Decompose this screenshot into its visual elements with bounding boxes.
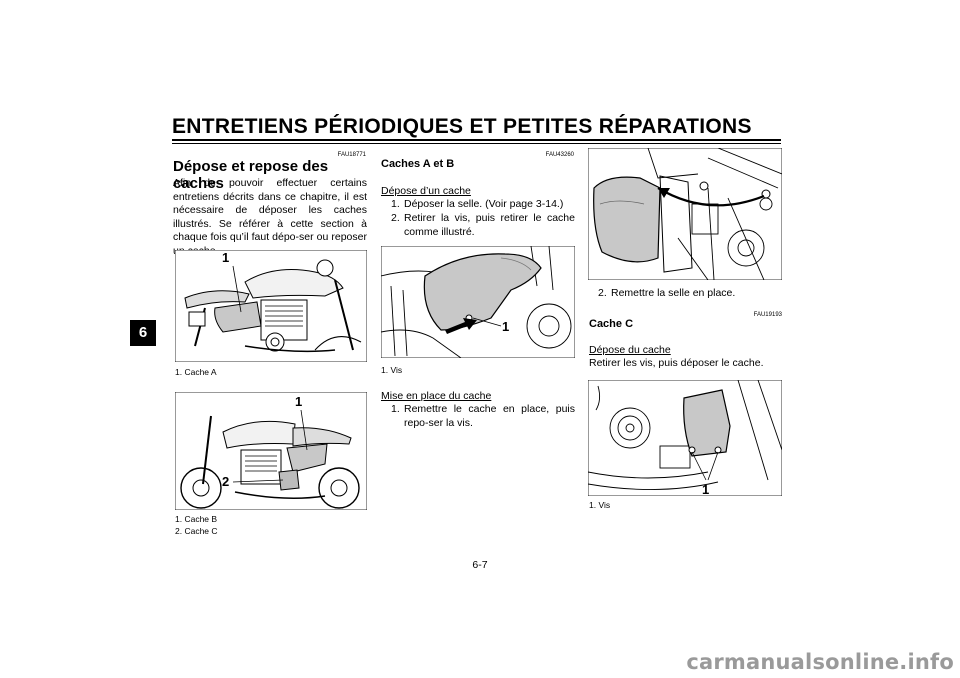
page-header-title: ENTRETIENS PÉRIODIQUES ET PETITES RÉPARA… <box>172 115 752 138</box>
callout-2: 2 <box>222 474 230 489</box>
figure-caption: 1. Cache A <box>175 367 217 377</box>
subheading-install: Mise en place du cache <box>381 390 492 402</box>
figure-caption-2: 2. Cache C <box>175 526 218 536</box>
header-rule-thin <box>172 143 781 144</box>
callout-1: 1 <box>502 319 510 334</box>
figure-cache-c: 1 <box>588 380 782 497</box>
section-code: FAU19193 <box>753 312 782 318</box>
list-number: 2. <box>598 287 607 299</box>
list-text: Déposer la selle. (Voir page 3-14.) <box>404 198 564 210</box>
section-code: FAU43260 <box>545 152 574 158</box>
section-heading: Dépose et repose des caches <box>173 158 329 192</box>
callout-1: 1 <box>295 394 303 409</box>
list-item: 1. Remettre le cache en place, puis repo… <box>391 403 575 430</box>
page-number: 6-7 <box>472 559 488 571</box>
watermark: carmanualsonline.info <box>686 650 954 674</box>
section-code: FAU18771 <box>337 152 366 158</box>
header-rule <box>172 139 781 141</box>
intro-paragraph: Afin de pouvoir effectuer certains entre… <box>173 177 367 257</box>
chapter-tab: 6 <box>130 320 156 346</box>
figure-caption-1: 1. Cache B <box>175 514 218 524</box>
list-item: 2. Retirer la vis, puis retirer le cache… <box>391 212 575 239</box>
list-item: 1. Déposer la selle. (Voir page 3-14.) <box>391 198 575 212</box>
callout-1: 1 <box>222 250 230 265</box>
list-number: 1. <box>391 198 400 210</box>
subheading-removal: Dépose du cache <box>589 344 671 356</box>
list-number: 2. <box>391 212 400 224</box>
figure-cache-a: 1 <box>175 250 367 362</box>
figure-caption: 1. Vis <box>381 365 403 375</box>
figure-cache-removal <box>588 148 782 280</box>
section-heading: Cache C <box>589 318 634 330</box>
figure-screw-cache-a-b: 1 <box>381 246 575 358</box>
list-text: Remettre la selle en place. <box>611 287 736 299</box>
list-number: 1. <box>391 403 400 415</box>
figure-cache-b-c: 1 2 <box>175 392 367 510</box>
instruction-text: Retirer les vis, puis déposer le cache. <box>589 357 764 369</box>
list-text: Remettre le cache en place, puis repo-se… <box>404 403 575 429</box>
figure-caption: 1. Vis <box>589 500 611 510</box>
section-heading: Caches A et B <box>381 158 455 170</box>
subheading-removal: Dépose d’un cache <box>381 185 471 197</box>
callout-1: 1 <box>702 482 710 497</box>
list-item: 2. Remettre la selle en place. <box>598 287 782 301</box>
list-text: Retirer la vis, puis retirer le cache co… <box>404 212 575 238</box>
